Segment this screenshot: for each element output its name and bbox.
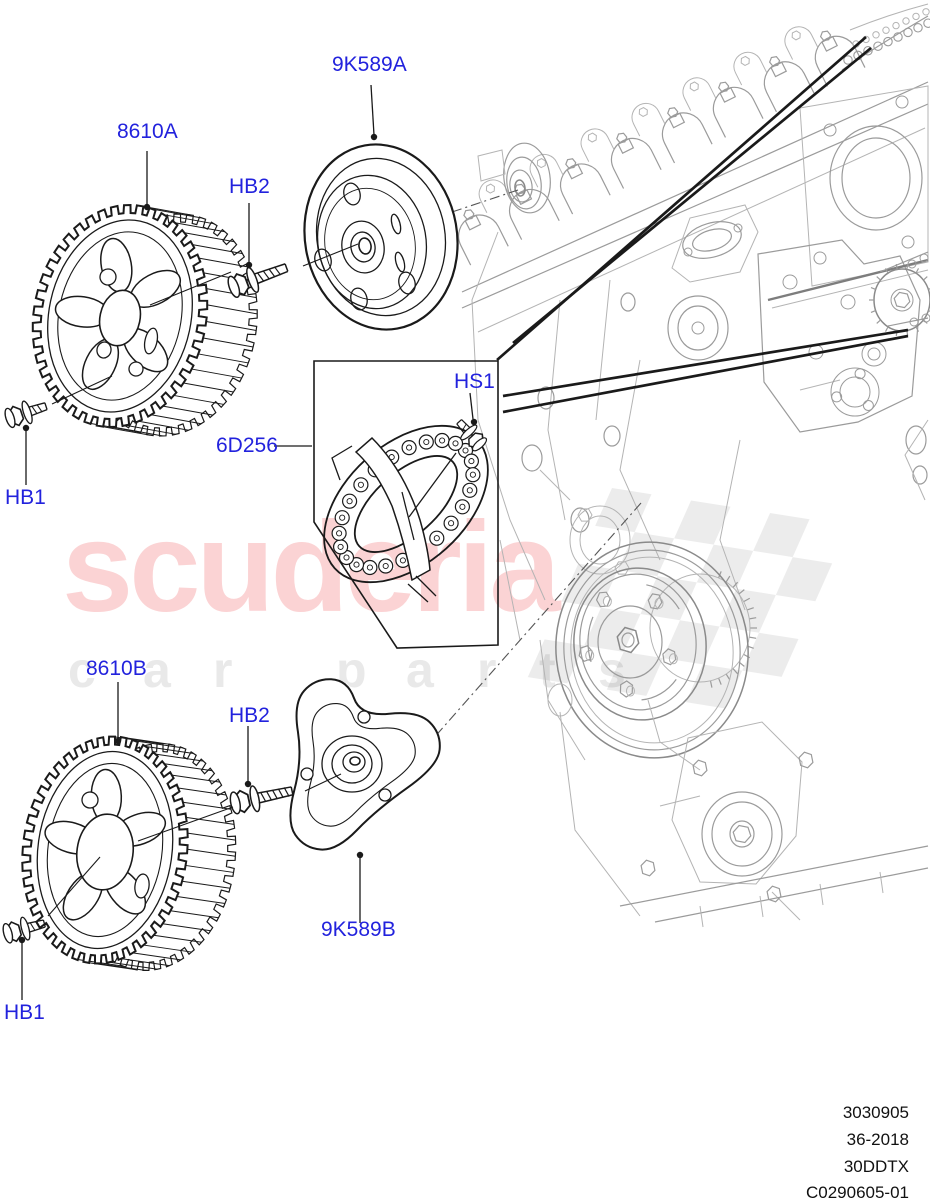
- watermark-letter: t: [539, 642, 556, 698]
- part-label-HS1[interactable]: HS1: [454, 370, 495, 393]
- watermark-letter: a: [143, 642, 171, 698]
- part-label-8610A[interactable]: 8610A: [117, 120, 178, 143]
- watermark-letter: a: [406, 642, 434, 698]
- part-label-HB2-bottom[interactable]: HB2: [229, 704, 270, 727]
- part-label-9K589B[interactable]: 9K589B: [321, 918, 396, 941]
- watermark-brand: scuderia: [62, 496, 560, 639]
- part-label-8610B[interactable]: 8610B: [86, 657, 147, 680]
- part-label-9K589A[interactable]: 9K589A: [332, 53, 407, 76]
- part-label-HB1-top[interactable]: HB1: [5, 486, 46, 509]
- watermark-letter: r: [213, 642, 233, 698]
- plate-code-4: C0290605-01: [805, 1183, 909, 1200]
- engine-illustration: [431, 3, 930, 928]
- part-label-HB1-bottom[interactable]: HB1: [4, 1001, 45, 1024]
- plate-code-2: 36-2018: [846, 1130, 909, 1149]
- plate-code-3: 30DDTX: [843, 1157, 909, 1176]
- plate-code-1: 3030905: [842, 1103, 909, 1122]
- part-label-HB2-top[interactable]: HB2: [229, 175, 270, 198]
- exploded-parts-drawing: [2, 35, 909, 1000]
- part-label-6D256[interactable]: 6D256: [216, 434, 278, 457]
- watermark-letter: c: [68, 642, 96, 698]
- watermark-letter: r: [477, 642, 497, 698]
